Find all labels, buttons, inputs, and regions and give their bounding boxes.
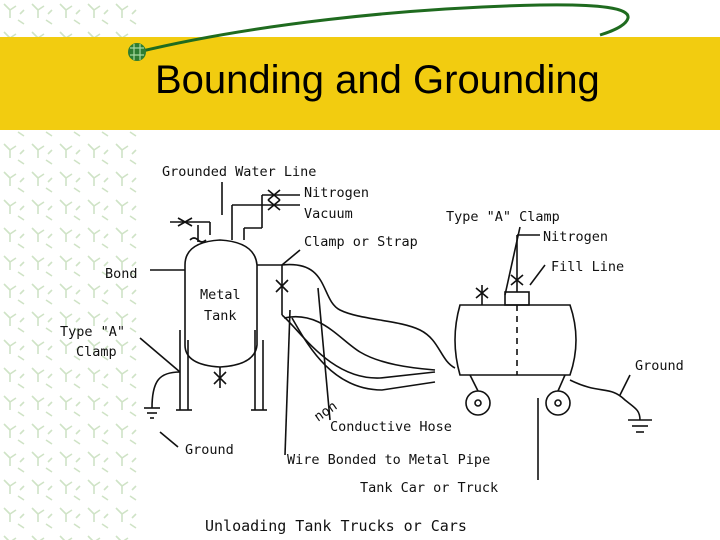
diagram-caption: Unloading Tank Trucks or Cars bbox=[205, 517, 467, 535]
label-nitrogen-top: Nitrogen bbox=[304, 185, 369, 201]
label-clamp-left: Clamp bbox=[76, 344, 117, 360]
label-bond: Bond bbox=[105, 266, 138, 282]
label-vacuum: Vacuum bbox=[304, 206, 353, 222]
label-ground-left: Ground bbox=[185, 442, 234, 458]
label-type-a-clamp-right: Type "A" Clamp bbox=[446, 209, 560, 225]
label-clamp-or-strap: Clamp or Strap bbox=[304, 234, 418, 250]
page-title: Bounding and Grounding bbox=[155, 58, 600, 102]
label-ground-right: Ground bbox=[635, 358, 684, 374]
label-metal: Metal bbox=[200, 287, 241, 303]
label-tank: Tank bbox=[204, 308, 237, 324]
label-grounded-water-line: Grounded Water Line bbox=[162, 164, 316, 180]
metal-tank bbox=[184, 239, 258, 368]
label-conductive-hose: Conductive Hose bbox=[330, 419, 452, 435]
label-type-a-left: Type "A" bbox=[60, 324, 125, 340]
label-nitrogen-right: Nitrogen bbox=[543, 229, 608, 245]
tank-car bbox=[454, 304, 577, 376]
label-fill-line: Fill Line bbox=[551, 259, 624, 275]
wheel-left bbox=[465, 390, 491, 416]
label-wire-bonded: Wire Bonded to Metal Pipe bbox=[287, 452, 490, 468]
label-tank-car: Tank Car or Truck bbox=[360, 480, 498, 496]
conductive-hose bbox=[281, 314, 436, 379]
wheel-right bbox=[545, 390, 571, 416]
